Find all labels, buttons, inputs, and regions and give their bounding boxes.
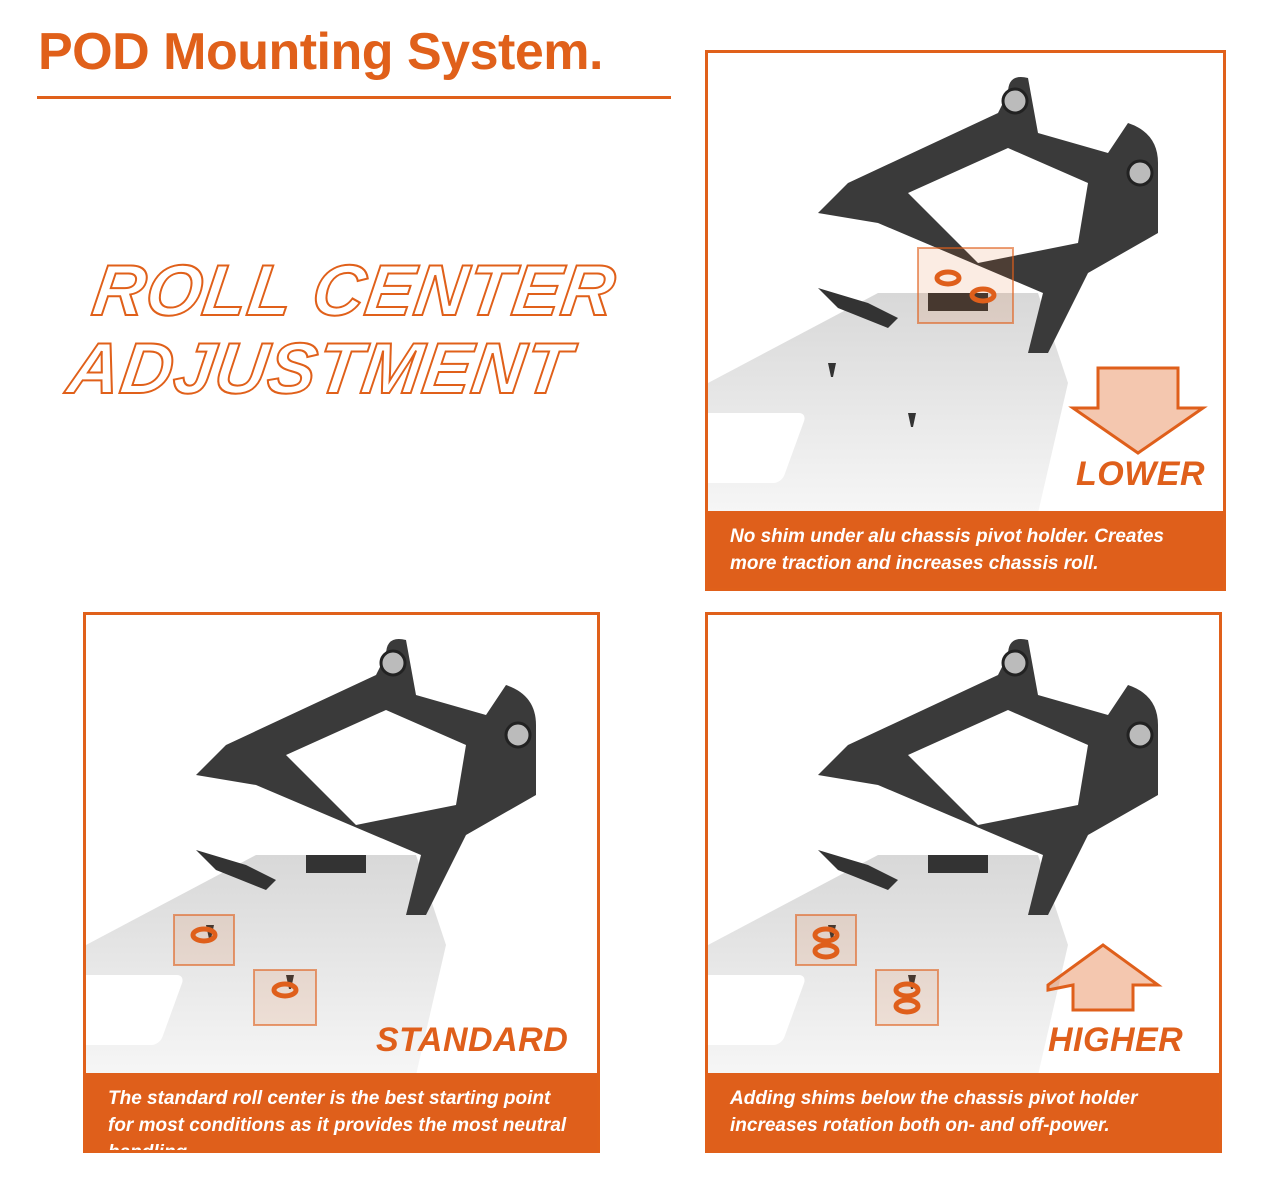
chassis-illustration xyxy=(708,77,1208,513)
panel-caption: No shim under alu chassis pivot holder. … xyxy=(708,511,1223,588)
chassis-illustration xyxy=(708,639,1163,1075)
headline-line-2: ADJUSTMENT xyxy=(62,328,577,410)
title-divider xyxy=(37,96,671,99)
page-title: POD Mounting System. xyxy=(38,23,603,81)
pivot-holder xyxy=(196,850,276,890)
panel-lower: LOWER No shim under alu chassis pivot ho… xyxy=(705,50,1226,591)
panel-label: STANDARD xyxy=(376,1021,569,1059)
pivot-holder xyxy=(818,850,898,890)
panel-standard: STANDARD The standard roll center is the… xyxy=(83,612,600,1153)
section-headline: ROLL CENTER ADJUSTMENT xyxy=(62,250,622,410)
chassis-illustration xyxy=(86,639,536,1075)
panel-caption: The standard roll center is the best sta… xyxy=(86,1073,597,1150)
chassis-plate xyxy=(86,855,446,1075)
arrow-up-icon xyxy=(1046,943,1163,1012)
panel-higher: HIGHER Adding shims below the chassis pi… xyxy=(705,612,1222,1153)
panel-label: HIGHER xyxy=(1048,1021,1184,1059)
headline-line-1: ROLL CENTER xyxy=(87,250,622,332)
chassis-plate xyxy=(708,293,1068,513)
chassis-plate xyxy=(708,855,1068,1075)
arrow-down-icon xyxy=(1068,366,1208,455)
panel-label: LOWER xyxy=(1076,455,1206,493)
panel-caption: Adding shims below the chassis pivot hol… xyxy=(708,1073,1219,1150)
pivot-holder xyxy=(818,288,898,328)
